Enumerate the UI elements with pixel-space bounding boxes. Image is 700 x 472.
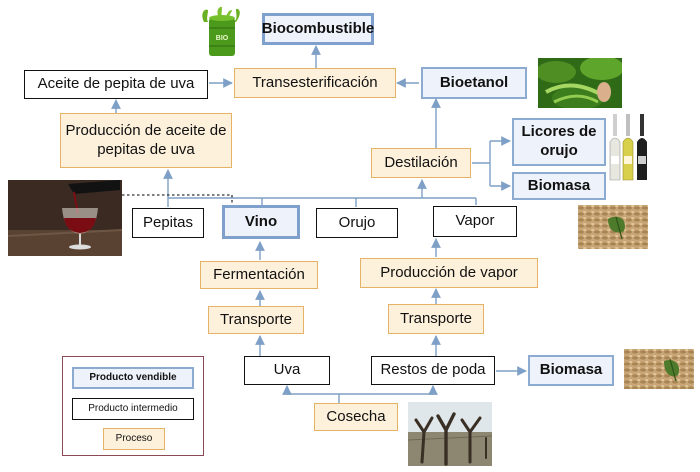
node-transesterificacion: Transesterificación	[234, 68, 396, 98]
node-licores-orujo: Licores de orujo	[512, 118, 606, 166]
node-destilacion: Destilación	[371, 148, 471, 178]
node-vino: Vino	[222, 205, 300, 239]
node-biomasa-bottom: Biomasa	[528, 355, 614, 386]
green-barrel-icon: BIO	[196, 6, 248, 58]
wine-glass-photo	[8, 180, 122, 256]
legend-producto-intermedio: Producto intermedio	[72, 398, 194, 420]
node-biomasa-top: Biomasa	[512, 172, 606, 200]
node-vapor: Vapor	[433, 206, 517, 237]
liqueur-bottles-photo	[606, 112, 652, 182]
node-produccion-vapor: Producción de vapor	[360, 258, 538, 288]
node-bioetanol: Bioetanol	[421, 67, 527, 99]
node-transporte-left: Transporte	[208, 306, 304, 334]
node-cosecha: Cosecha	[314, 403, 398, 431]
pellets-photo-bottom	[624, 349, 694, 389]
node-uva: Uva	[244, 356, 330, 385]
node-biocombustible: Biocombustible	[262, 13, 374, 45]
bean-plant-photo	[538, 58, 622, 108]
node-aceite-pepita: Aceite de pepita de uva	[24, 70, 208, 99]
legend: Producto vendible Producto intermedio Pr…	[62, 356, 204, 456]
barrel-bio-text: BIO	[216, 35, 229, 42]
node-produccion-aceite: Producción de aceite de pepitas de uva	[60, 113, 232, 168]
node-fermentacion: Fermentación	[200, 261, 318, 289]
pellets-photo	[578, 205, 648, 249]
legend-producto-vendible: Producto vendible	[72, 367, 194, 389]
node-orujo: Orujo	[316, 208, 398, 238]
node-pepitas: Pepitas	[132, 208, 204, 238]
node-restos-poda: Restos de poda	[371, 356, 495, 385]
legend-proceso: Proceso	[103, 428, 165, 450]
node-transporte-right: Transporte	[388, 304, 484, 334]
vineyard-photo	[408, 402, 492, 466]
